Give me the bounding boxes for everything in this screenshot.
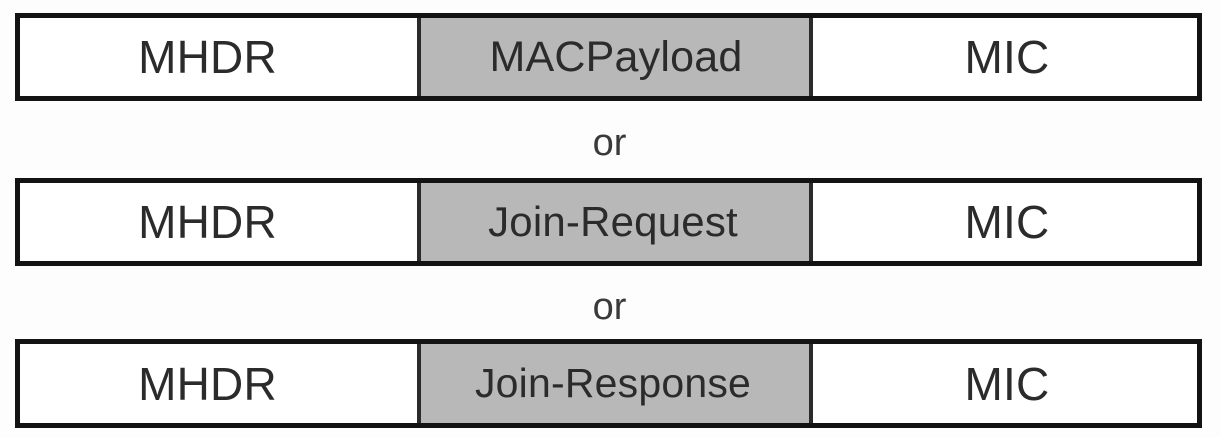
field-cell-mic-1: MIC (813, 18, 1197, 96)
field-cell-mhdr-2: MHDR (20, 183, 417, 261)
field-cell-mhdr-3: MHDR (20, 344, 417, 423)
packet-row-join-response: MHDR Join-Response MIC (15, 339, 1202, 428)
field-label-join-request: Join-Request (488, 198, 738, 245)
field-label-macpayload: MACPayload (489, 32, 743, 81)
field-label-mhdr-3: MHDR (138, 357, 277, 410)
field-label-mic-3: MIC (964, 357, 1050, 410)
connector-or-1: or (0, 124, 1221, 162)
connector-or-label-1: or (592, 122, 627, 164)
field-cell-join-request: Join-Request (417, 183, 813, 261)
field-label-mhdr-2: MHDR (138, 196, 277, 248)
field-cell-join-response: Join-Response (417, 344, 813, 423)
field-cell-macpayload: MACPayload (417, 18, 813, 96)
field-cell-mhdr-1: MHDR (20, 18, 417, 96)
connector-or-label-2: or (592, 286, 627, 328)
packet-row-join-request: MHDR Join-Request MIC (15, 178, 1202, 266)
field-cell-mic-2: MIC (813, 183, 1197, 261)
packet-row-macpayload: MHDR MACPayload MIC (15, 13, 1202, 101)
field-cell-mic-3: MIC (813, 344, 1197, 423)
connector-or-2: or (0, 288, 1221, 326)
field-label-mic-1: MIC (964, 31, 1050, 83)
field-label-join-response: Join-Response (474, 360, 752, 406)
field-label-mic-2: MIC (964, 196, 1050, 248)
field-label-mhdr-1: MHDR (138, 31, 277, 83)
